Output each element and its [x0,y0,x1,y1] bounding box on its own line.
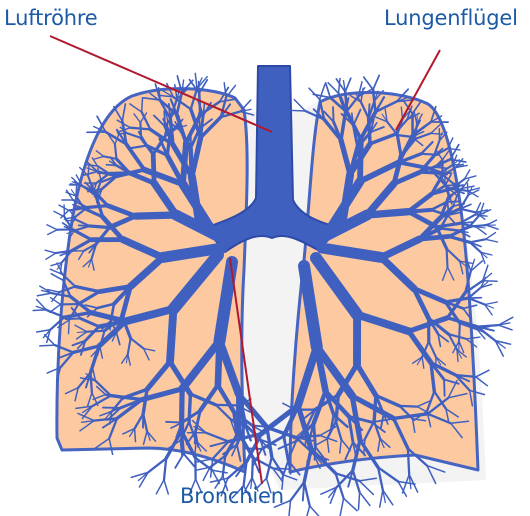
airway-branch [48,230,58,235]
airway-branch [218,341,220,385]
airway-branch [315,447,316,460]
label-trachea: Luftröhre [4,6,98,30]
airway-branch [76,185,77,196]
airway-branch [69,320,70,334]
airway-branch [47,225,57,230]
airway-branch [468,184,469,196]
airway-branch [477,325,498,327]
airway-branch [470,225,487,226]
airway-branch [40,345,55,346]
airway-branch [360,492,370,505]
airway-branch [333,107,334,122]
airway-branch [305,506,310,516]
airway-branch [486,220,496,225]
airway-branch [153,154,154,183]
airway-branch [444,380,445,396]
airway-branch [400,406,418,407]
label-bronchi: Bronchien [180,484,284,508]
airway-branch [211,459,213,477]
airway-branch [79,225,90,226]
airway-branch [367,212,408,215]
airway-branch [310,506,322,516]
airway-branch [431,133,443,134]
airway-branch [290,110,305,111]
airway-branch [33,310,46,311]
airway-branch [498,325,512,330]
airway-branch [135,429,136,442]
airway-branch [252,458,253,478]
airway-branch [148,458,166,472]
airway-branch [289,501,291,516]
airway-branch [344,498,357,510]
airway-branch [486,225,498,229]
airway-branch [485,302,498,305]
airway-branch [340,498,344,516]
airway-branch [203,467,210,480]
airway-branch [244,448,261,449]
airway-branch [345,78,351,92]
airway-branch [164,458,166,480]
airway-branch [447,249,448,268]
airway-branch [459,323,460,341]
airway-branch [195,73,197,88]
airway-branch [164,480,168,494]
airway-branch [486,239,498,242]
airway-branch [216,405,237,406]
airway-branch [91,373,92,393]
airway-branch [408,210,431,212]
airway-branch [46,253,56,259]
airway-branch [66,319,81,320]
airway-branch [175,454,183,468]
airway-branch [45,250,56,253]
airway-branch [408,449,409,475]
airway-branch [328,83,338,94]
airway-branch [339,79,341,94]
airway-branch [380,490,383,507]
airway-branch [191,148,192,177]
airway-branch [51,274,63,281]
airway-branch [212,470,227,473]
airway-branch [369,104,370,118]
airway-branch [166,422,182,423]
airway-branch [309,88,320,99]
airway-branch [421,154,438,155]
airway-branch [294,100,305,111]
airway-branch [359,492,360,509]
airway-branch [136,215,177,216]
airway-branch [87,206,108,208]
airway-branch [170,309,173,362]
airway-branch [483,281,497,282]
airway-branch [142,98,143,112]
airway-branch [37,293,51,296]
airway-branch [199,113,200,128]
label-lung: Lungenflügel [384,6,518,30]
airway-branch [45,335,55,345]
airway-branch [156,480,164,494]
airway-branch [486,233,496,240]
airway-branch [470,239,486,242]
airway-branch [90,226,110,228]
